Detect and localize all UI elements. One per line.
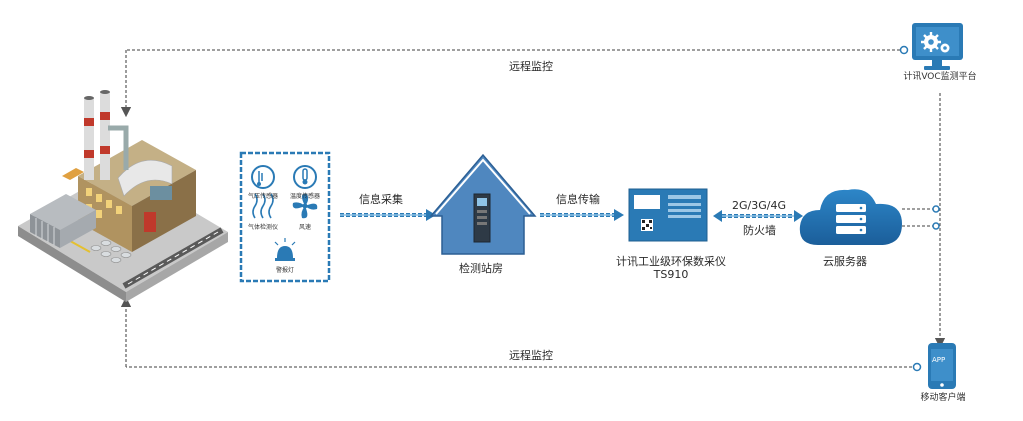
collect-arrow (340, 209, 436, 221)
alarm-light-icon (274, 238, 296, 261)
network-arrow (713, 210, 803, 222)
monitoring-platform-monitor-icon (912, 23, 963, 70)
connector-dot (932, 222, 940, 230)
sensor-panel (239, 151, 331, 283)
wind-sensor-label: 风速 (298, 224, 311, 231)
cloud-to-clients-trunk (902, 93, 946, 349)
gas-detector-icon (252, 193, 274, 219)
connector-dot (899, 45, 909, 55)
monitoring-station-house (429, 153, 537, 255)
transmit-label: 信息传输 (556, 193, 600, 206)
mobile-app-phone-icon (928, 343, 956, 389)
platform-label: 计讯VOC监测平台 (903, 72, 977, 82)
factory-illustration (18, 90, 228, 302)
instrument-name: 计讯工业级环保数采仪 (616, 255, 726, 268)
remote-monitor-bottom-line (120, 296, 912, 368)
remote-monitor-bottom-label: 远程监控 (509, 349, 553, 362)
firewall-label: 防火墙 (743, 224, 776, 237)
instrument-label: 计讯工业级环保数采仪 TS910 (600, 255, 742, 281)
mobile-client-label: 移动客户端 (920, 393, 966, 403)
gas-detector-label: 气体检测仪 (247, 224, 278, 231)
station-label: 检测站房 (459, 262, 503, 275)
cloud-server-icon (799, 189, 902, 245)
network-label: 2G/3G/4G (732, 199, 786, 212)
transmit-arrow (540, 209, 624, 221)
data-logger-device (628, 188, 708, 242)
instrument-model: TS910 (653, 267, 689, 281)
alarm-light-label: 警报灯 (275, 267, 294, 274)
pressure-sensor-icon (251, 165, 275, 189)
connector-dot (912, 362, 922, 372)
wind-fan-icon (292, 193, 318, 219)
remote-monitor-top-line (120, 49, 900, 118)
temperature-sensor-icon (293, 165, 317, 189)
temperature-sensor-label: 温度传感器 (289, 193, 320, 200)
cloud-server-label: 云服务器 (823, 255, 867, 268)
pressure-sensor-label: 气压传感器 (247, 193, 278, 200)
remote-monitor-top-label: 远程监控 (509, 60, 553, 73)
connector-dot (932, 205, 940, 213)
app-badge: APP (932, 356, 946, 364)
collect-label: 信息采集 (359, 193, 403, 206)
